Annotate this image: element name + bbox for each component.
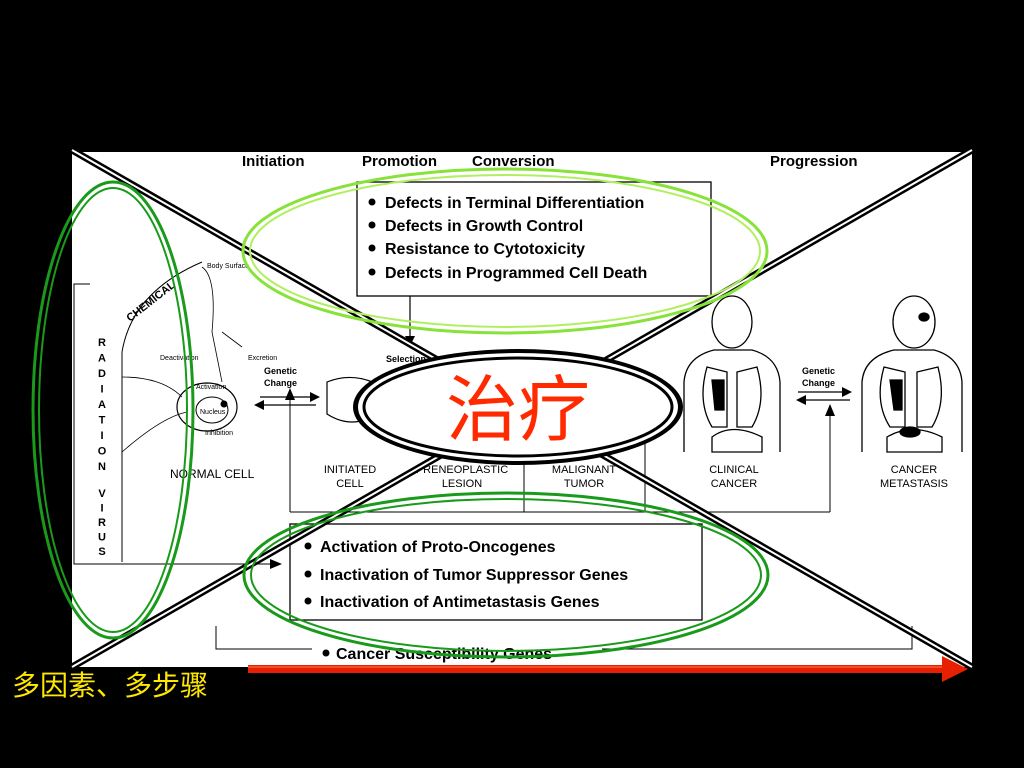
top-item-4: Defects in Programmed Cell Death bbox=[385, 265, 647, 282]
flow-line bbox=[221, 331, 243, 348]
stage-promotion: Promotion bbox=[362, 153, 437, 170]
bullet-icon bbox=[304, 542, 312, 550]
malignant-tumor-label: MALIGNANT bbox=[552, 464, 616, 476]
preneoplastic-label: PRENEOPLASTIC bbox=[416, 464, 508, 476]
clinical-cancer-label: CANCER bbox=[711, 478, 758, 490]
stage-initiation: Initiation bbox=[242, 153, 305, 170]
metastasis-label: CANCER bbox=[891, 464, 938, 476]
top-lime-ellipse bbox=[241, 167, 769, 335]
inhibition-label: Inhibition bbox=[205, 430, 233, 437]
top-item-2: Defects in Growth Control bbox=[385, 218, 583, 235]
initiated-cell-label: CELL bbox=[336, 478, 364, 490]
bullet-icon bbox=[304, 570, 312, 578]
arrow-up-icon bbox=[285, 388, 295, 400]
diagram-svg: Initiation Promotion Conversion Progress… bbox=[73, 153, 963, 663]
virus-letter: S bbox=[98, 546, 105, 558]
bottom-item-1: Activation of Proto-Oncogenes bbox=[320, 539, 556, 556]
chemical-path bbox=[121, 261, 203, 353]
genetic-change-label: Genetic bbox=[264, 366, 297, 376]
virus-letter: U bbox=[98, 532, 106, 544]
radiation-letter: N bbox=[98, 461, 106, 473]
phenotype-defects-box bbox=[356, 181, 712, 297]
left-green-ellipse bbox=[31, 180, 195, 640]
double-arrow-icon bbox=[796, 387, 852, 405]
bullet-icon bbox=[368, 244, 376, 252]
radiation-letter: I bbox=[100, 384, 103, 396]
bullet-icon bbox=[368, 221, 376, 229]
flow-line bbox=[121, 411, 188, 453]
bullet-icon bbox=[368, 268, 376, 276]
bottom-green-ellipse bbox=[242, 491, 770, 659]
stage-conversion: Conversion bbox=[472, 153, 555, 170]
bullet-icon bbox=[304, 597, 312, 605]
flow-line bbox=[211, 331, 223, 383]
genetic-alterations-box bbox=[289, 523, 703, 621]
treatment-label: 治疗 bbox=[446, 368, 590, 452]
genetic-change-label: Change bbox=[802, 378, 835, 388]
activation-label: Activation bbox=[196, 384, 226, 391]
arrow-up-icon bbox=[825, 404, 835, 416]
preneoplastic-label: LESION bbox=[442, 478, 482, 490]
genetic-change-label: Change bbox=[264, 378, 297, 388]
flow-line bbox=[201, 266, 214, 333]
bullet-icon bbox=[368, 198, 376, 206]
radiation-letter: O bbox=[98, 446, 107, 458]
deactivation-label: Deactivation bbox=[160, 355, 199, 362]
genetic-change-label: Genetic bbox=[802, 366, 835, 376]
virus-letter: R bbox=[98, 517, 106, 529]
initiated-cell-label: INITIATED bbox=[324, 464, 376, 476]
nucleus-label: Nucleus bbox=[200, 409, 226, 416]
metastasis-label: METASTASIS bbox=[880, 478, 948, 490]
radiation-letter: A bbox=[98, 353, 106, 365]
top-item-1: Defects in Terminal Differentiation bbox=[385, 195, 644, 212]
flow-line bbox=[121, 376, 183, 398]
arrow-right-icon bbox=[270, 559, 282, 569]
radiation-letter: T bbox=[99, 415, 106, 427]
double-arrow-icon bbox=[254, 392, 320, 410]
malignant-tumor-label: TUMOR bbox=[564, 478, 604, 490]
radiation-letter: A bbox=[98, 399, 106, 411]
clinical-cancer-figure bbox=[683, 295, 781, 453]
body-surface-label: Body Surface bbox=[207, 263, 249, 270]
virus-letter: V bbox=[98, 488, 106, 500]
virus-letter: I bbox=[100, 503, 103, 515]
excretion-label: Excretion bbox=[248, 355, 277, 362]
progression-arrow bbox=[248, 656, 968, 682]
radiation-letter: D bbox=[98, 368, 106, 380]
stage-progression: Progression bbox=[770, 153, 858, 170]
selection-label: Selection bbox=[386, 354, 426, 364]
metastasis-figure bbox=[861, 295, 963, 453]
caption-multi-factor-multi-step: 多因素、多步骤 bbox=[12, 669, 209, 702]
clinical-cancer-label: CLINICAL bbox=[709, 464, 759, 476]
radiation-letter: R bbox=[98, 337, 106, 349]
treatment-oval bbox=[353, 349, 683, 465]
top-item-3: Resistance to Cytotoxicity bbox=[385, 241, 585, 258]
normal-cell-drawing bbox=[176, 382, 238, 432]
bottom-item-3: Inactivation of Antimetastasis Genes bbox=[320, 594, 600, 611]
bullet-icon bbox=[322, 649, 330, 657]
radiation-letter: I bbox=[100, 430, 103, 442]
bottom-item-2: Inactivation of Tumor Suppressor Genes bbox=[320, 567, 628, 584]
